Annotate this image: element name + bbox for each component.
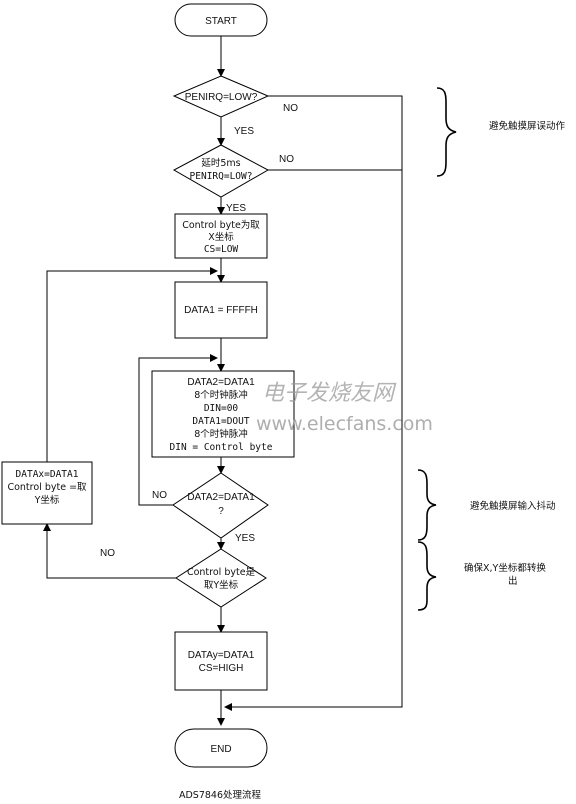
datax-line-3: Y坐标: [34, 494, 60, 506]
datay-line-2: CS=HIGH: [199, 663, 244, 674]
loop-line-5: 8个时钟脉冲: [194, 428, 248, 440]
end-node: [174, 728, 268, 768]
control-x-box: [174, 213, 268, 259]
edge-checky-no: [43, 523, 176, 579]
penirq-decision: [172, 75, 270, 118]
loop-line-6: DIN = Control byte: [170, 442, 273, 453]
datay-box: [174, 631, 268, 691]
penirq-label: PENIRQ=LOW?: [185, 92, 258, 103]
compare-decision: [172, 472, 269, 539]
control-x-line-3: CS=LOW: [204, 244, 239, 255]
no-label-2: NO: [279, 154, 294, 165]
delay-label-1: 延时5ms: [201, 157, 240, 169]
datay-line-1: DATAy=DATA1: [188, 650, 255, 661]
edge-penirq-no: [224, 95, 403, 711]
yes-label-1: YES: [234, 126, 254, 137]
annotation-debounce: 避免触摸屏输入抖动: [470, 500, 556, 512]
no-label-4: NO: [100, 548, 115, 559]
start-node: [174, 3, 268, 37]
datax-box: [1, 461, 93, 525]
loop-line-3: DIN=00: [204, 403, 239, 414]
delay-decision: [172, 144, 270, 198]
compare-line-1: DATA2=DATA1: [187, 492, 255, 503]
control-x-line-2: X坐标: [208, 231, 234, 243]
loop-line-2: 8个时钟脉冲: [194, 389, 248, 401]
annotation-xy-line-2: 出: [508, 575, 518, 587]
watermark-url: www.elecfans.com: [256, 413, 433, 435]
watermark-cn: 电子发烧友网: [262, 381, 397, 406]
no-label-1: NO: [283, 103, 298, 114]
datax-line-2: Control byte =取: [7, 482, 87, 493]
brace-2: [417, 469, 437, 541]
loop-line-4: DATA1=DOUT: [192, 416, 249, 427]
delay-label-2: PENIRQ=LOW?: [190, 171, 253, 182]
figure-caption: ADS7846处理流程: [179, 789, 262, 801]
end-label: END: [210, 744, 231, 755]
check-y-line-2: 取Y坐标: [204, 579, 239, 591]
sampling-loop-box: [151, 370, 295, 458]
data1-init-box: [174, 281, 268, 339]
no-label-3: NO: [152, 490, 167, 501]
compare-line-2: ?: [218, 506, 224, 517]
brace-1: [436, 87, 457, 177]
annotation-xy-line-1: 确保X,Y坐标都转换: [464, 562, 546, 574]
datax-line-1: DATAx=DATA1: [16, 469, 79, 480]
yes-label-3: YES: [235, 533, 255, 544]
control-x-line-1: Control byte为取: [182, 219, 260, 231]
yes-label-2: YES: [226, 203, 246, 214]
edge-datax-back: [46, 267, 218, 462]
loop-line-1: DATA2=DATA1: [187, 377, 255, 388]
data1-init-label: DATA1 = FFFFH: [184, 305, 258, 316]
edge-compare-no: [138, 354, 218, 506]
start-label: START: [205, 16, 237, 27]
check-y-decision: [175, 548, 267, 608]
annotation-misfire: 避免触摸屏误动作: [489, 120, 566, 132]
check-y-line-1: Control byte是: [187, 567, 256, 578]
brace-3: [417, 541, 437, 611]
